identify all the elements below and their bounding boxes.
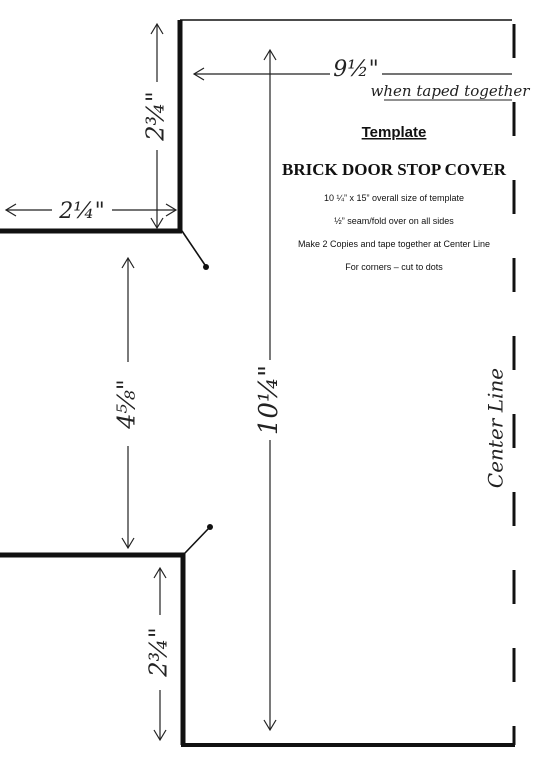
label-center-line: Center Line: [484, 368, 508, 488]
dim-top-flap: [150, 22, 164, 230]
template-outline: [0, 19, 515, 747]
template-note-1: 10 ¼” x 15” overall size of template: [324, 193, 464, 203]
corner-cut-line-bottom: [184, 527, 210, 554]
dim-bottom-flap: [153, 566, 167, 742]
corner-cut-line-top: [181, 230, 206, 266]
label-bottom-flap-height: 2¾": [145, 627, 173, 678]
dim-total-height: [263, 48, 277, 732]
corner-dot-top: [203, 264, 209, 270]
template-title: BRICK DOOR STOP COVER: [282, 160, 507, 179]
template-note-3: Make 2 Copies and tape together at Cente…: [298, 239, 490, 249]
label-total-height: 10¼": [254, 365, 284, 435]
template-note-2: ½” seam/fold over on all sides: [334, 216, 454, 226]
label-top-width: 9½": [333, 57, 378, 82]
dim-top-width: [192, 67, 512, 81]
template-info: Template BRICK DOOR STOP COVER 10 ¼” x 1…: [282, 124, 507, 272]
template-heading: Template: [362, 124, 427, 141]
label-top-flap-height: 2¾": [142, 91, 170, 142]
dimension-arrows: [4, 22, 512, 742]
label-side-notch-width: 2¼": [58, 199, 104, 224]
label-middle-height: 4⅝": [113, 379, 141, 430]
template-note-4: For corners – cut to dots: [345, 262, 443, 272]
corner-cuts: [181, 230, 213, 554]
dim-side-notch: [4, 203, 178, 217]
corner-dot-bottom: [207, 524, 213, 530]
dim-middle-height: [121, 256, 135, 550]
label-top-width-note: when taped together: [371, 82, 531, 100]
